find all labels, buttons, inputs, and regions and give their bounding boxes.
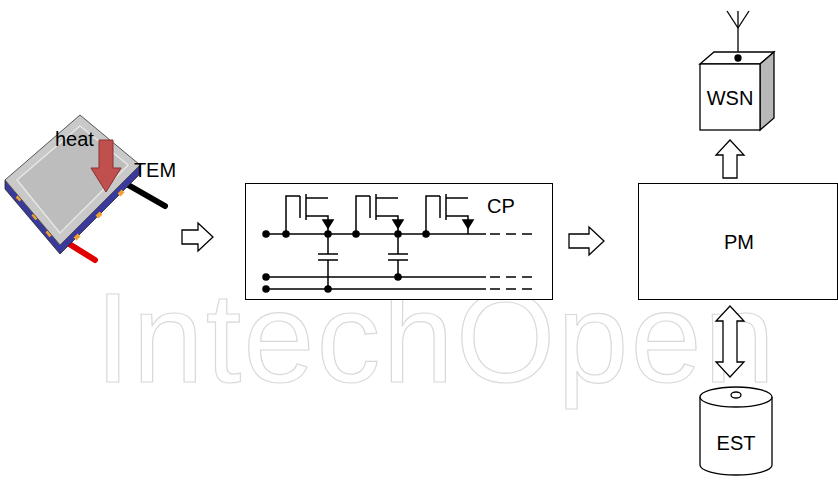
cylinder-body [700, 397, 772, 475]
module-node: TEM [5, 110, 180, 265]
node-label: PM [724, 231, 754, 253]
cube-side [760, 52, 774, 130]
process-box: PM [638, 183, 838, 300]
black-wire [123, 182, 165, 206]
block-arrow [569, 227, 604, 255]
cylinder-hole [731, 392, 741, 398]
heat-arrow [91, 140, 121, 192]
charge-pump-circuit [263, 194, 536, 292]
antenna [727, 11, 738, 28]
node-label: EST [717, 432, 756, 454]
cube-drawing [698, 8, 778, 132]
node-label: WSN [707, 87, 754, 109]
block-arrow [716, 306, 744, 377]
module-top [5, 115, 140, 245]
block-arrow [716, 140, 744, 178]
antenna-dot [735, 55, 741, 61]
storage-cylinder: EST [698, 383, 778, 478]
antenna [738, 11, 749, 28]
module-plate [17, 126, 128, 233]
node-label: CP [487, 195, 515, 217]
antenna [737, 11, 738, 58]
heat-label: heat [55, 128, 94, 150]
cube-front [700, 64, 760, 130]
cylinder-top [700, 387, 772, 407]
cylinder-drawing [698, 383, 778, 478]
tem-module [5, 115, 165, 260]
process-box: CP [245, 183, 553, 300]
node-label: TEM [134, 159, 176, 181]
block-arrow [182, 223, 213, 251]
sensor-cube: WSN [698, 8, 778, 132]
